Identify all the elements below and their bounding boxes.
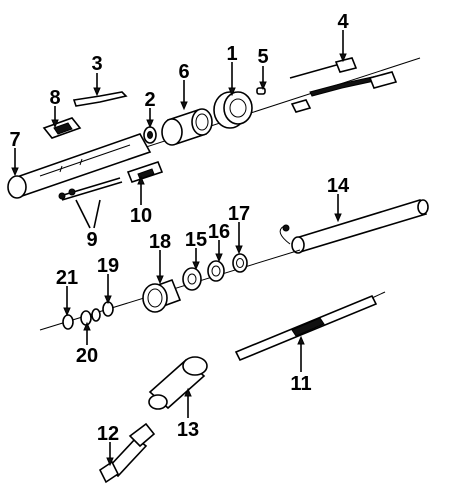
part-13-coupler <box>148 356 208 410</box>
part-16-ring <box>207 260 225 282</box>
callout-5: 5 <box>257 46 268 68</box>
callout-6: 6 <box>178 61 189 83</box>
callout-4: 4 <box>337 11 349 33</box>
callout-8: 8 <box>49 87 60 109</box>
callout-2: 2 <box>144 89 155 111</box>
callout-12: 12 <box>97 423 119 445</box>
part-14-shaft-tube <box>279 199 429 254</box>
part-6-sleeve <box>161 108 213 146</box>
callout-20: 20 <box>76 345 98 367</box>
callout-16: 16 <box>208 221 230 243</box>
part-5-pin <box>256 87 266 95</box>
callout-15: 15 <box>185 229 207 251</box>
callout-3: 3 <box>91 53 102 75</box>
callout-13: 13 <box>177 419 199 441</box>
callout-10: 10 <box>130 205 152 227</box>
part-17-retainer <box>232 253 248 273</box>
callout-1: 1 <box>226 43 237 65</box>
part-20-washer <box>80 308 101 326</box>
part-2-nut <box>143 126 157 144</box>
part-4-switch-assembly <box>289 57 398 113</box>
part-21-washer <box>62 314 74 330</box>
callout-17: 17 <box>228 203 250 225</box>
part-11-intermediate-shaft <box>234 291 386 362</box>
callout-7: 7 <box>9 129 20 151</box>
callout-11: 11 <box>290 373 311 395</box>
callout-9: 9 <box>86 229 97 251</box>
part-1-ring <box>213 91 253 129</box>
callout-18: 18 <box>149 231 171 253</box>
callout-14: 14 <box>327 175 350 197</box>
leader-lines <box>11 30 347 467</box>
part-15-bearing <box>182 267 202 291</box>
part-3-lever <box>72 91 128 107</box>
callout-19: 19 <box>97 255 119 277</box>
callout-21: 21 <box>56 267 78 289</box>
part-18-funnel <box>142 278 182 313</box>
part-10-plate <box>126 161 164 183</box>
part-7-column-jacket <box>7 133 152 199</box>
part-8-bracket <box>42 117 82 139</box>
part-9-links <box>58 177 123 201</box>
part-12-u-joint <box>98 422 156 484</box>
